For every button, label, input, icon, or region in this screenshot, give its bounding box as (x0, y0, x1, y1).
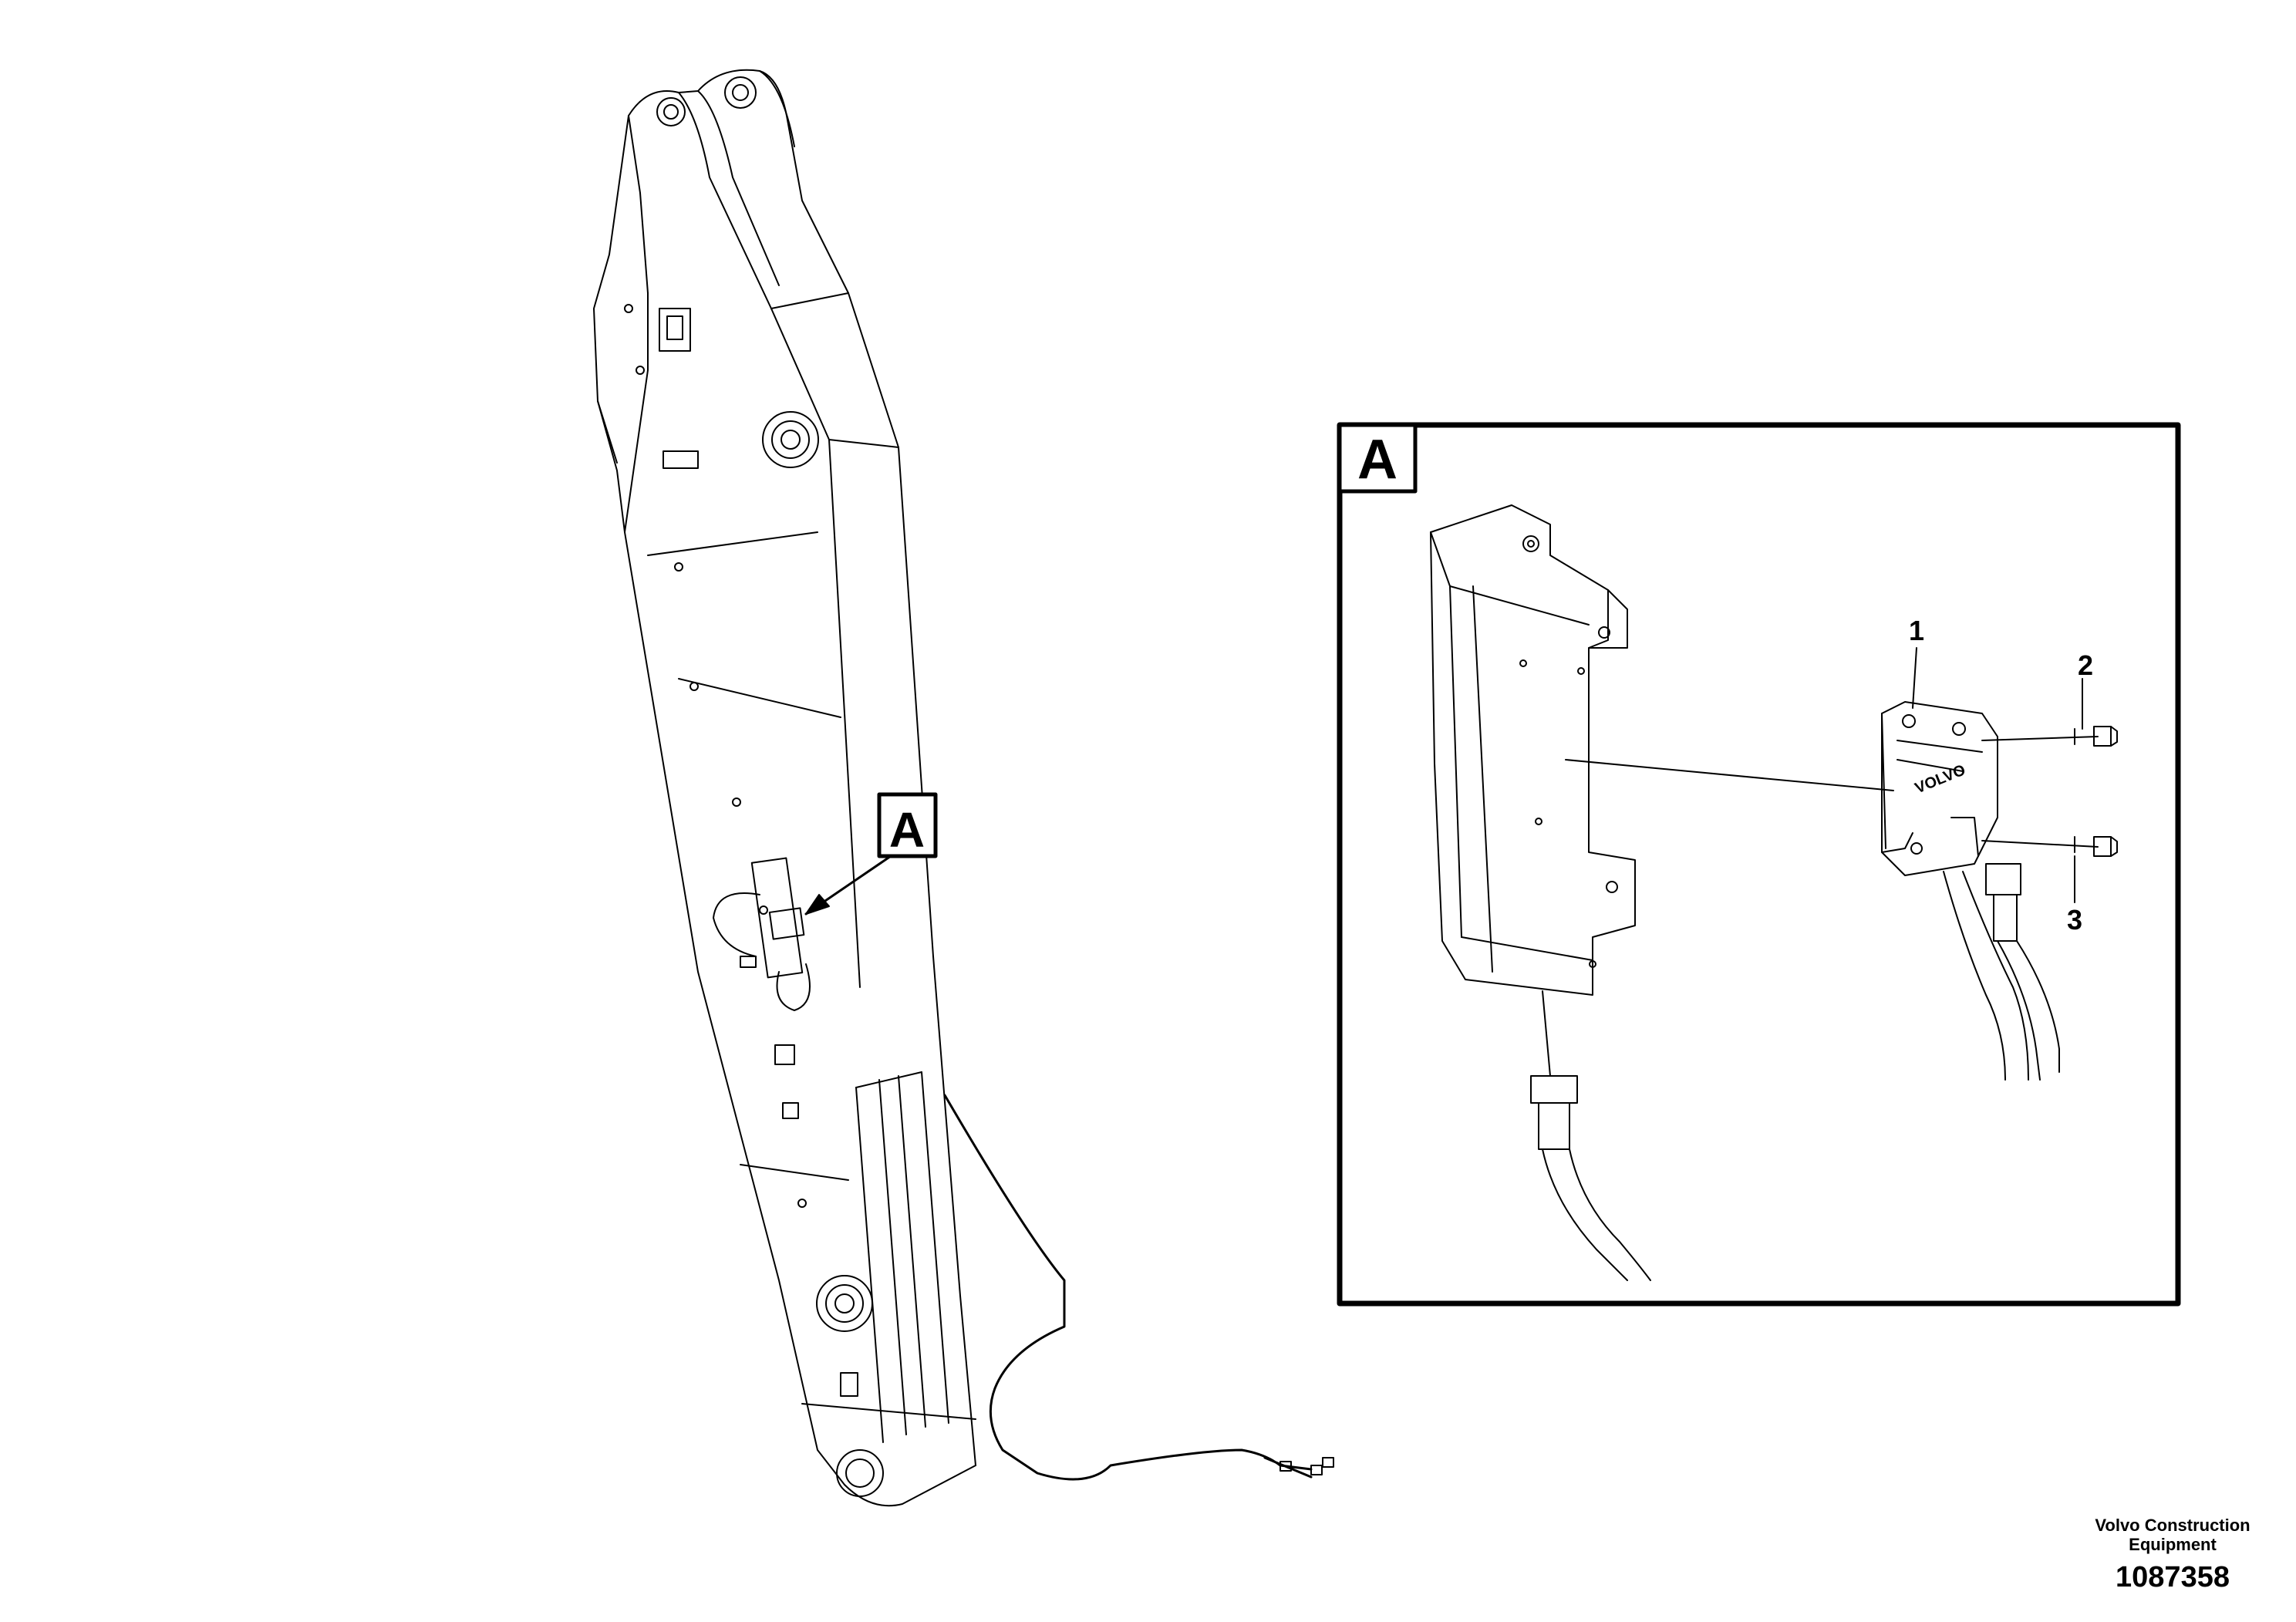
part-number-2: 2 (2078, 649, 2093, 681)
bracket-cables (1943, 863, 2060, 1081)
cable-connectors (1279, 1457, 1334, 1475)
callout-a-box (877, 792, 938, 858)
detail-a-label: A (1357, 429, 1397, 491)
callout-a-letter: A (889, 802, 925, 858)
detail-a-label-box (1337, 423, 1418, 494)
bolt-part-2 (1981, 726, 2118, 747)
part-number-3: 3 (2067, 904, 2082, 936)
company-name-line1: Volvo Construction (2095, 1516, 2250, 1535)
assembly-leader (1565, 759, 1894, 791)
bolt-part-3 (1981, 836, 2118, 857)
drawing-number: 1087358 (2116, 1561, 2230, 1593)
company-name-line2: Equipment (2129, 1535, 2217, 1554)
plate-connector-cable (1530, 1075, 1651, 1281)
excavator-boom (593, 69, 976, 1507)
ecu-bracket (1881, 701, 1998, 876)
callout-a-leader (804, 792, 938, 916)
leader-part-1 (1912, 647, 1917, 709)
ecu-mounting-plate (1430, 504, 1636, 1077)
harness-cable (943, 1094, 1313, 1481)
boom-sensor-assembly (713, 857, 811, 1011)
part-number-1: 1 (1909, 615, 1924, 646)
detail-a-frame (1337, 422, 2181, 1307)
